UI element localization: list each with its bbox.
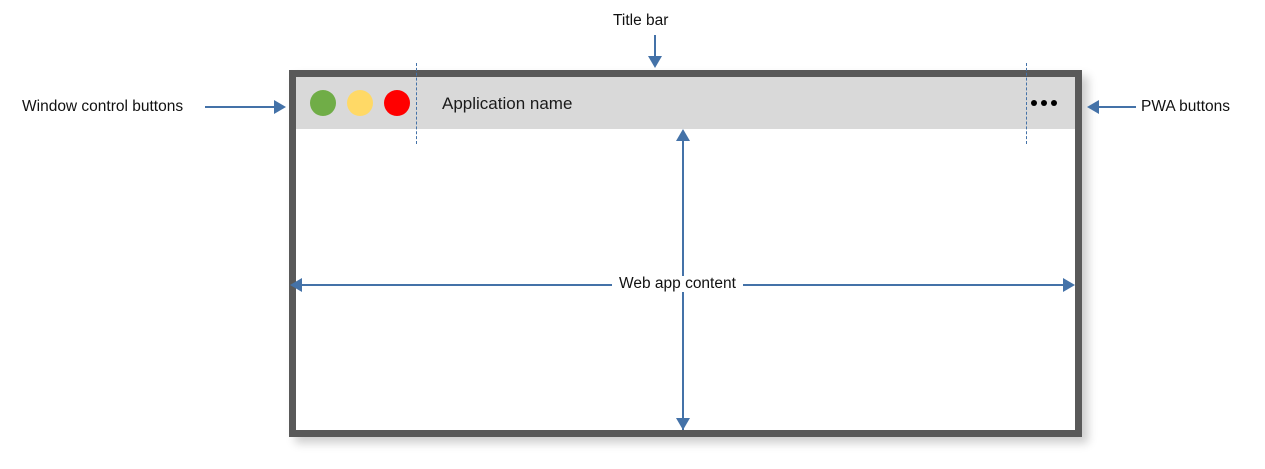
- arrowhead-down-title-bar: [648, 56, 662, 68]
- annotation-label-web-app-content: Web app content: [612, 276, 743, 292]
- connector-line-title-bar: [654, 35, 656, 58]
- arrowhead-down-web-app-content: [676, 418, 690, 430]
- maximize-button[interactable]: [347, 90, 373, 116]
- application-window: Application name: [289, 70, 1082, 437]
- arrowhead-right-window-control-buttons: [274, 100, 286, 114]
- minimize-button[interactable]: [310, 90, 336, 116]
- ellipsis-icon-dot-2: [1041, 100, 1047, 106]
- application-name-label: Application name: [442, 93, 573, 113]
- window-control-buttons: [296, 90, 410, 116]
- dashed-guide-right: [1026, 63, 1027, 144]
- close-button[interactable]: [384, 90, 410, 116]
- ellipsis-icon-dot-3: [1051, 100, 1057, 106]
- annotation-label-title-bar: Title bar: [613, 12, 669, 29]
- pwa-menu-button[interactable]: [1031, 100, 1057, 106]
- arrowhead-left-web-app-content: [290, 278, 302, 292]
- annotation-label-pwa-buttons: PWA buttons: [1141, 98, 1231, 115]
- connector-line-window-control-buttons: [205, 106, 277, 108]
- title-bar[interactable]: Application name: [296, 77, 1075, 129]
- annotation-label-window-control-buttons: Window control buttons: [22, 98, 184, 115]
- arrowhead-up-web-app-content: [676, 129, 690, 141]
- arrowhead-right-web-app-content: [1063, 278, 1075, 292]
- connector-line-pwa-buttons: [1098, 106, 1136, 108]
- arrowhead-left-pwa-buttons: [1087, 100, 1099, 114]
- dashed-guide-left: [416, 63, 417, 144]
- ellipsis-icon-dot-1: [1031, 100, 1037, 106]
